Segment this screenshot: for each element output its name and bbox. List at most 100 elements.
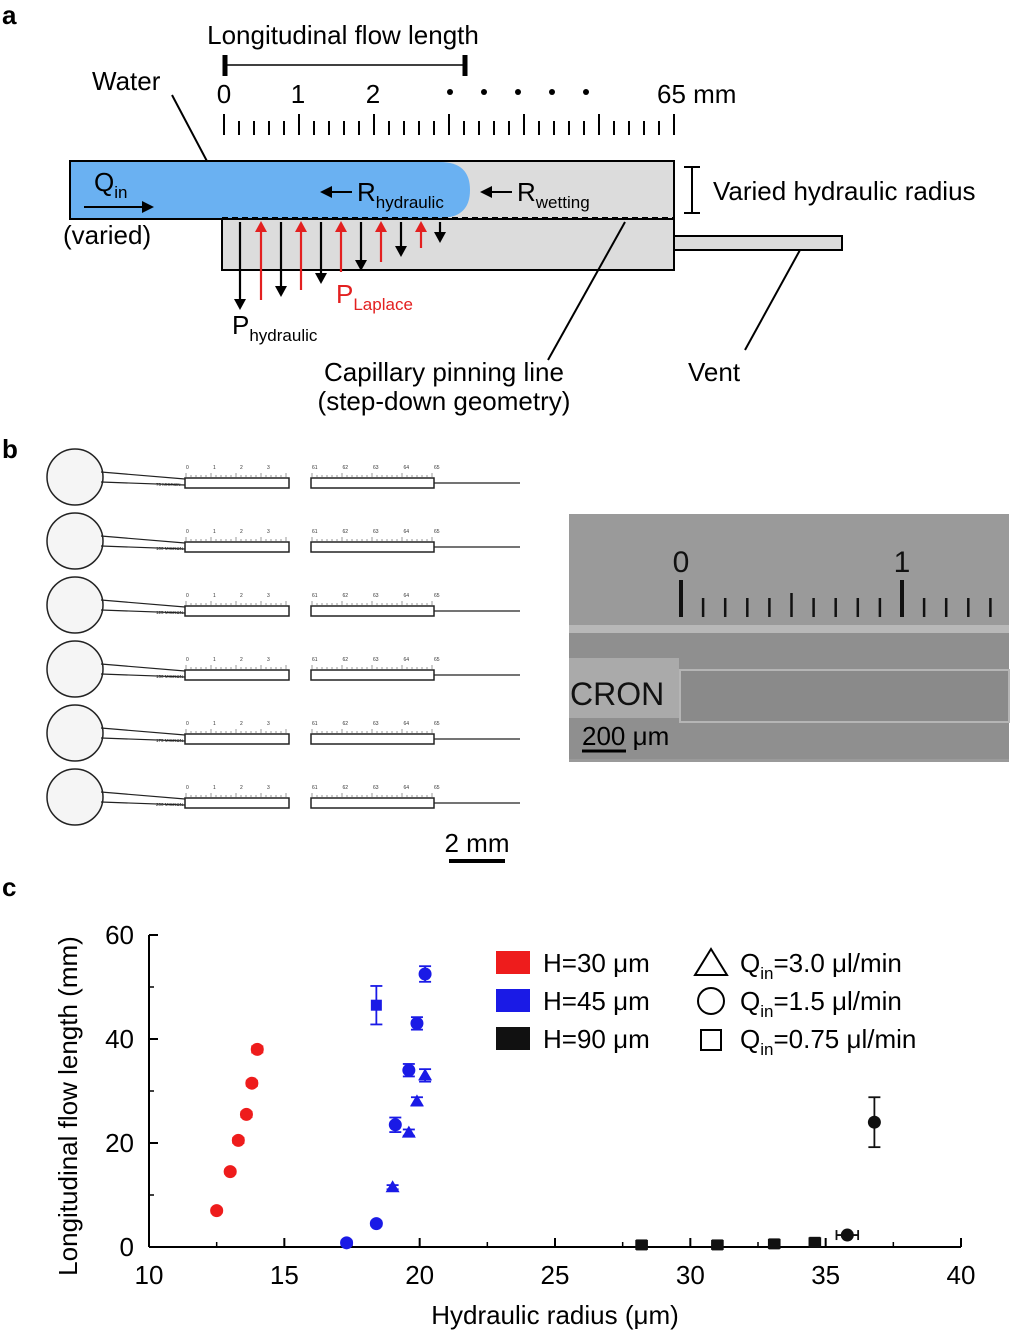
device-mini-tick-label: 64 bbox=[404, 529, 410, 535]
data-point-triangle bbox=[418, 1068, 433, 1081]
device-mini-tick-label: 61 bbox=[312, 721, 318, 727]
x-tick-label: 15 bbox=[270, 1260, 299, 1290]
device-mini-tick-label: 65 bbox=[434, 785, 440, 791]
device-size-label: 75 MICRON bbox=[156, 482, 181, 487]
device-mini-tick-label: 65 bbox=[434, 529, 440, 535]
legend-triangle-icon bbox=[693, 947, 729, 976]
data-point-square bbox=[711, 1239, 723, 1251]
svg-text:Qin: Qin bbox=[94, 167, 127, 202]
legend-swatch bbox=[496, 989, 530, 1012]
p-laplace-arrowhead bbox=[295, 221, 307, 232]
device-channel-end bbox=[310, 605, 435, 617]
device-mini-tick-label: 65 bbox=[434, 465, 440, 471]
device-mini-tick-label: 3 bbox=[267, 721, 270, 727]
data-point-square bbox=[809, 1236, 821, 1248]
legend-swatch bbox=[496, 951, 530, 974]
y-tick-label: 40 bbox=[105, 1024, 134, 1054]
p-hydraulic-arrowhead bbox=[395, 246, 407, 257]
device-mini-tick-label: 1 bbox=[213, 465, 216, 471]
device-mini-tick-label: 0 bbox=[186, 529, 189, 535]
data-point-triangle bbox=[409, 1094, 424, 1107]
device-mini-tick-label: 62 bbox=[343, 465, 349, 471]
device-mini-tick-label: 0 bbox=[186, 785, 189, 791]
device-mini-tick-label: 63 bbox=[373, 593, 379, 599]
legend-square-icon bbox=[700, 1029, 722, 1051]
sem-crop-text: CRON bbox=[570, 676, 664, 712]
device-channel-start bbox=[184, 541, 290, 553]
device-size-label: 125 MICRON bbox=[156, 610, 183, 615]
x-axis-label: Hydraulic radius (μm) bbox=[431, 1300, 679, 1330]
x-tick-label: 25 bbox=[541, 1260, 570, 1290]
device-inlet-reservoir bbox=[46, 448, 104, 506]
data-point-circle bbox=[210, 1204, 224, 1218]
legend-shape-label: Qin=0.75 μl/min bbox=[740, 1024, 916, 1059]
device-mini-tick-label: 61 bbox=[312, 529, 318, 535]
device-inlet-taper bbox=[100, 535, 186, 550]
device-size-label: 200 MICRON bbox=[156, 802, 183, 807]
device-mini-tick-label: 64 bbox=[404, 593, 410, 599]
panel-c-label: c bbox=[2, 872, 16, 902]
flow-length-bracket bbox=[222, 55, 468, 76]
device-inlet-taper bbox=[100, 727, 186, 742]
ruler-ticks bbox=[223, 114, 675, 135]
device-channel-start bbox=[184, 477, 290, 489]
legend-swatch bbox=[496, 1027, 530, 1050]
p-hydraulic-arrowhead bbox=[315, 273, 327, 284]
ruler-end-label: 65 mm bbox=[657, 79, 736, 109]
device-mini-tick-label: 62 bbox=[343, 657, 349, 663]
y-axis-label: Longitudinal flow length (mm) bbox=[53, 936, 83, 1276]
water-label: Water bbox=[92, 66, 161, 96]
data-point-circle bbox=[250, 1042, 264, 1056]
vent-label: Vent bbox=[688, 357, 741, 387]
data-point-circle bbox=[418, 967, 432, 981]
legend-shape-label: Qin=3.0 μl/min bbox=[740, 948, 902, 983]
device-channel-end bbox=[310, 797, 435, 809]
legend-circle-icon bbox=[697, 987, 725, 1015]
pinning-leader-line bbox=[547, 221, 626, 361]
legend-color-label: H=45 μm bbox=[543, 986, 650, 1016]
device-mini-tick-label: 2 bbox=[240, 465, 243, 471]
p-hydraulic-arrowhead bbox=[355, 260, 367, 271]
p-hydraulic-arrowhead bbox=[434, 232, 446, 243]
device-mini-tick-label: 64 bbox=[404, 657, 410, 663]
device-mini-tick-label: 2 bbox=[240, 529, 243, 535]
device-mini-tick-label: 61 bbox=[312, 657, 318, 663]
x-tick-label: 40 bbox=[947, 1260, 976, 1290]
legend-shape-label: Qin=1.5 μl/min bbox=[740, 986, 902, 1021]
step-down-region bbox=[221, 217, 675, 271]
series bbox=[385, 1068, 433, 1193]
device-mini-tick-label: 0 bbox=[186, 465, 189, 471]
device-mini-tick-label: 3 bbox=[267, 593, 270, 599]
data-point-square bbox=[768, 1238, 780, 1250]
device-channel-end bbox=[310, 477, 435, 489]
x-tick-label: 20 bbox=[405, 1260, 434, 1290]
device-mini-tick-label: 3 bbox=[267, 657, 270, 663]
sem-ruler-ticks bbox=[679, 580, 992, 617]
device-channel-end bbox=[310, 541, 435, 553]
device-mini-tick-label: 1 bbox=[213, 785, 216, 791]
data-point-circle bbox=[388, 1118, 402, 1132]
device-mini-tick-label: 0 bbox=[186, 721, 189, 727]
device-mini-tick-label: 3 bbox=[267, 529, 270, 535]
p-laplace-arrowhead bbox=[335, 221, 347, 232]
hydraulic-radius-bracket bbox=[684, 166, 700, 214]
svg-text:Phydraulic: Phydraulic bbox=[232, 310, 318, 345]
device-mini-tick-label: 62 bbox=[343, 785, 349, 791]
series bbox=[635, 1236, 822, 1251]
ruler-label-1: 1 bbox=[291, 79, 305, 109]
device-channel-start bbox=[184, 669, 290, 681]
device-channel-start bbox=[184, 733, 290, 745]
device-mini-tick-label: 65 bbox=[434, 657, 440, 663]
p-hydraulic-arrowhead bbox=[234, 299, 246, 310]
device-mini-tick-label: 61 bbox=[312, 593, 318, 599]
device-size-label: 175 MICRON bbox=[156, 738, 183, 743]
p-laplace-arrowhead bbox=[415, 221, 427, 232]
data-point-triangle bbox=[385, 1180, 400, 1193]
data-point-circle bbox=[402, 1063, 416, 1077]
vent-channel bbox=[673, 235, 843, 251]
